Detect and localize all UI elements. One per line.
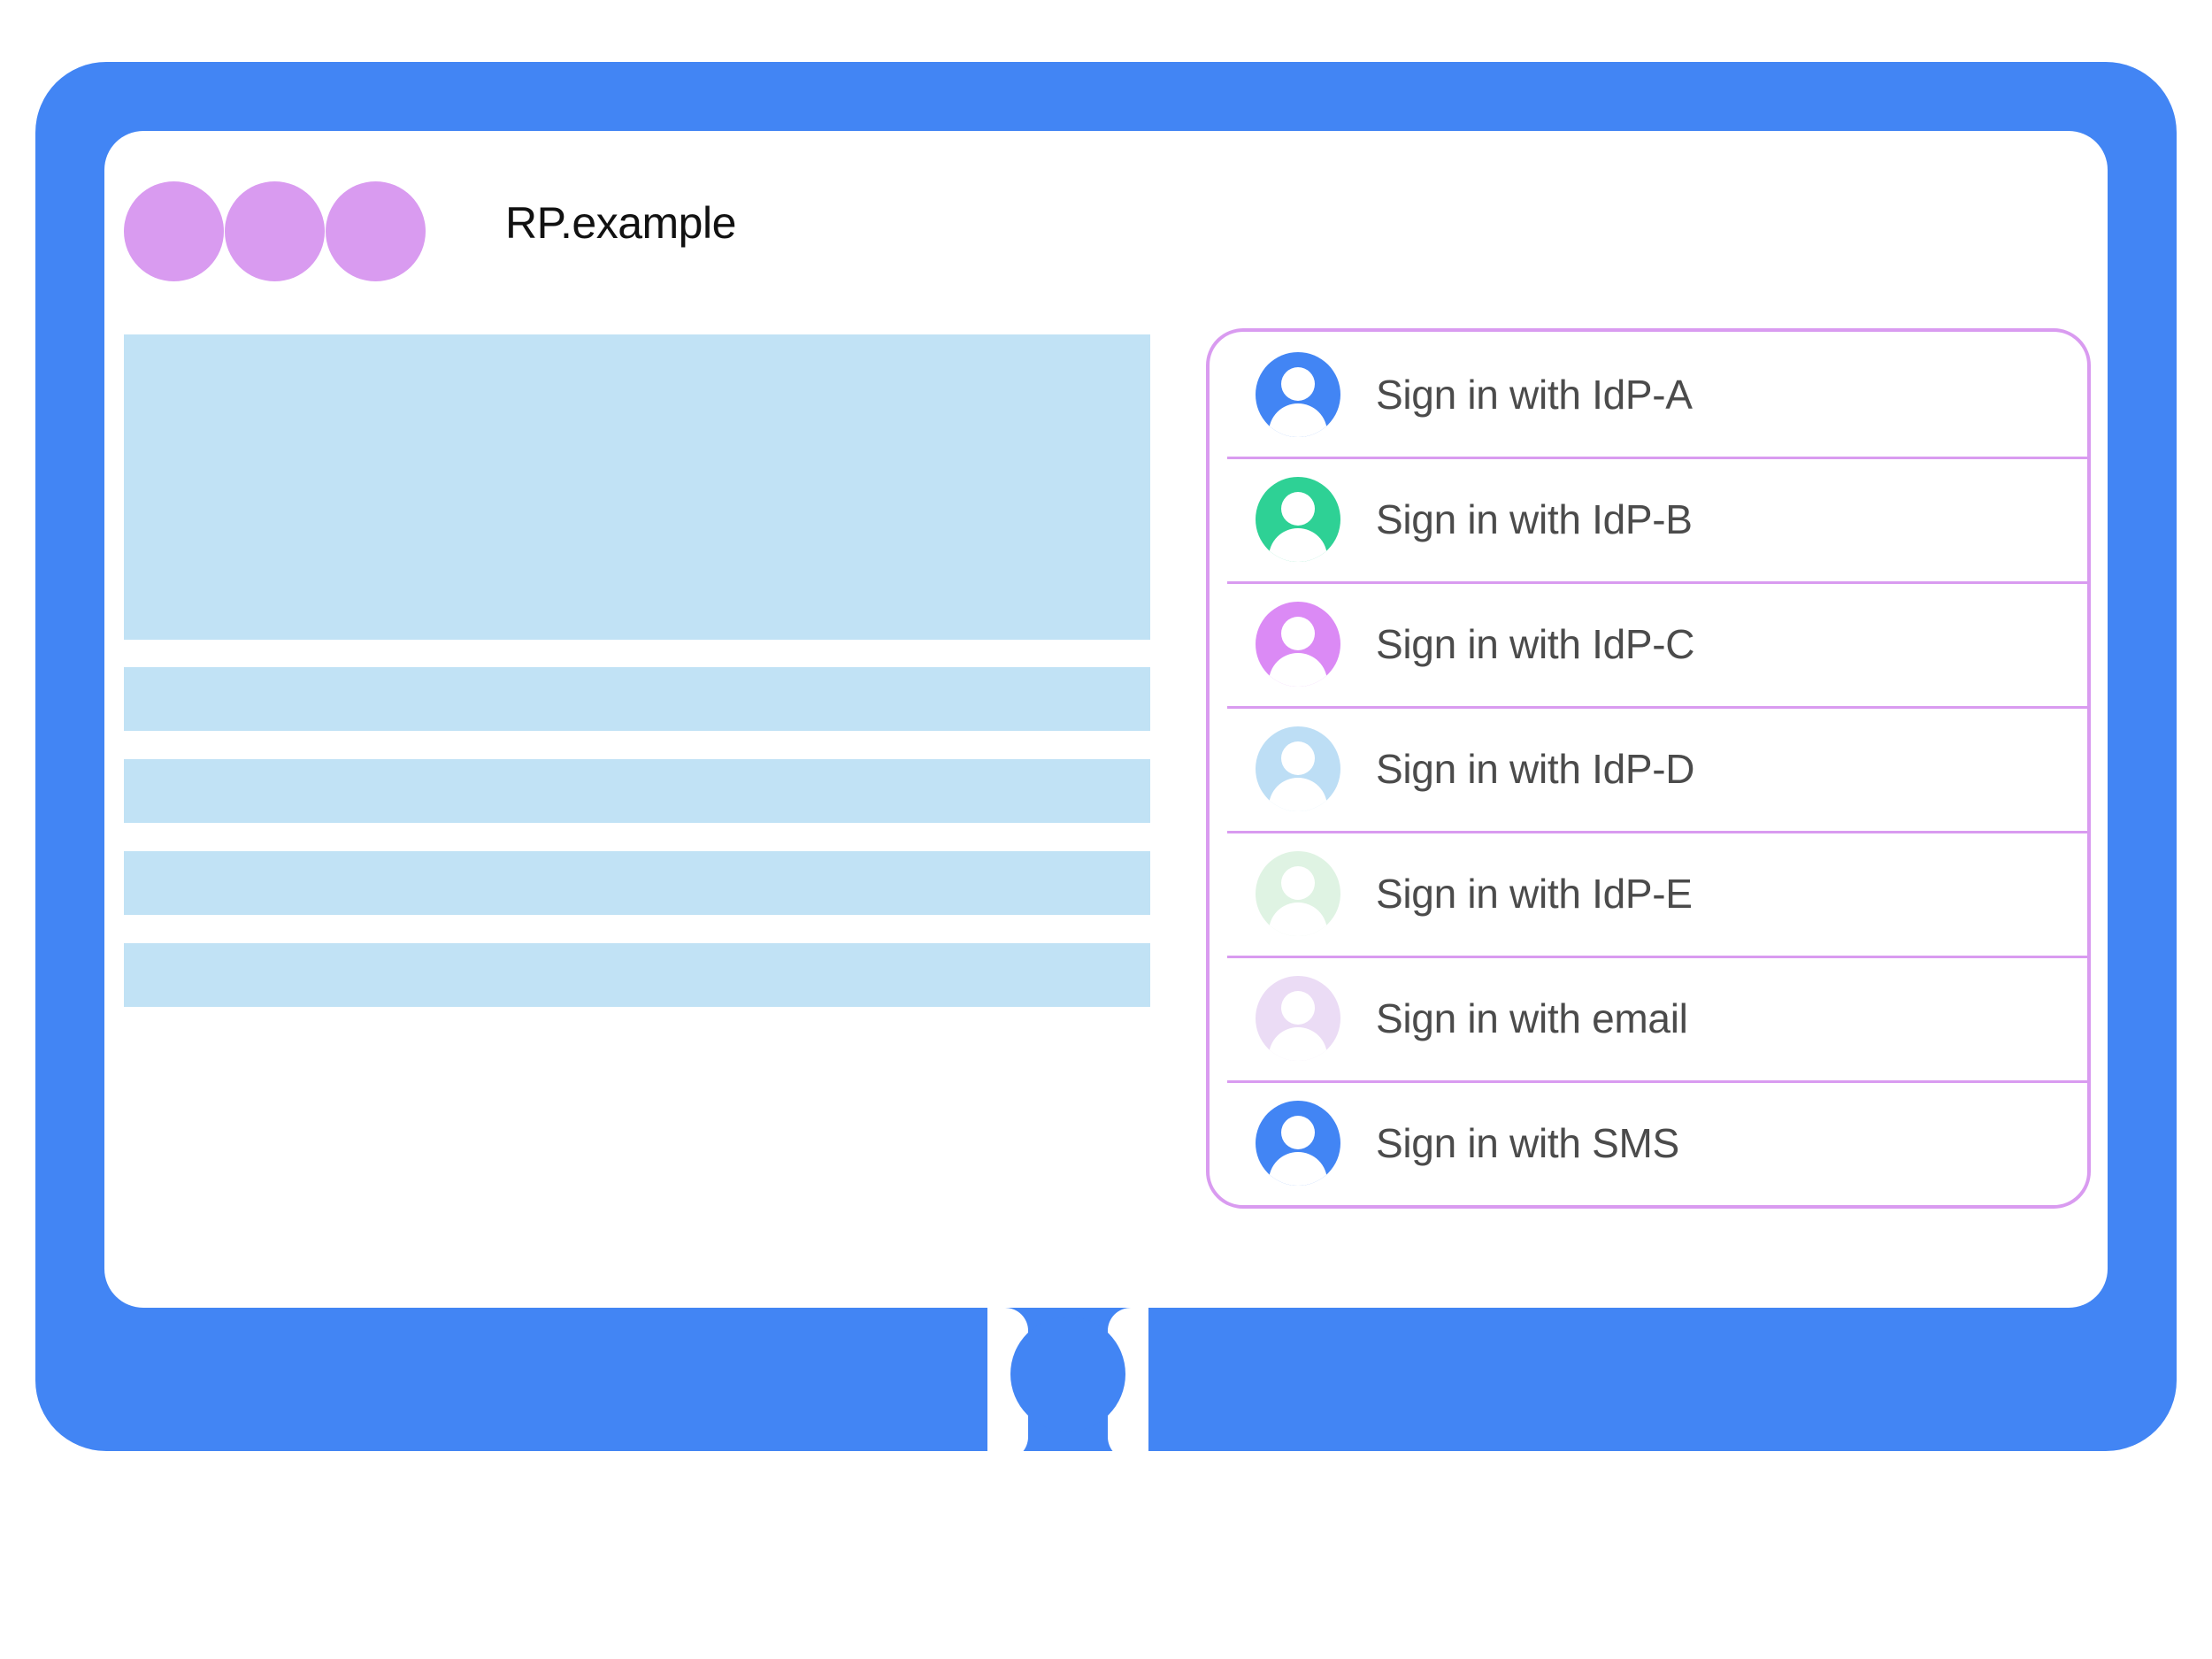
account-row[interactable]: Sign in with IdP-A (1210, 332, 2087, 457)
account-row-label: Sign in with IdP-C (1376, 620, 1695, 667)
person-avatar-icon (1256, 850, 1340, 936)
account-row-label: Sign in with IdP-B (1376, 495, 1693, 542)
content-placeholder-bar-3 (124, 851, 1150, 915)
account-row[interactable]: Sign in with email (1210, 956, 2087, 1080)
window-dot-close-icon[interactable] (124, 181, 224, 281)
browser-device-frame: RP.example Sign in with IdP-A Sign in wi… (35, 62, 2177, 1460)
account-row-label: Sign in with IdP-E (1376, 870, 1693, 917)
person-avatar-icon (1256, 476, 1340, 562)
person-avatar-icon (1256, 726, 1340, 811)
account-row[interactable]: Sign in with IdP-D (1210, 706, 2087, 831)
window-dot-minimize-icon[interactable] (225, 181, 325, 281)
page-content-placeholders (124, 334, 1150, 1035)
account-row-label: Sign in with IdP-A (1376, 371, 1693, 418)
account-row[interactable]: Sign in with IdP-E (1210, 831, 2087, 956)
window-dot-maximize-icon[interactable] (326, 181, 426, 281)
page-title: RP.example (505, 198, 736, 248)
home-button[interactable] (1010, 1317, 1125, 1432)
account-chooser-panel: Sign in with IdP-A Sign in with IdP-B Si… (1206, 328, 2091, 1209)
browser-title-bar: RP.example (104, 131, 2108, 281)
content-placeholder-bar-4 (124, 943, 1150, 1007)
content-placeholder-hero (124, 334, 1150, 640)
account-row[interactable]: Sign in with IdP-B (1210, 457, 2087, 581)
content-placeholder-bar-1 (124, 667, 1150, 731)
account-row[interactable]: Sign in with SMS (1210, 1080, 2087, 1205)
browser-viewport: RP.example Sign in with IdP-A Sign in wi… (104, 131, 2108, 1308)
account-row[interactable]: Sign in with IdP-C (1210, 581, 2087, 706)
person-avatar-icon (1256, 351, 1340, 437)
content-placeholder-bar-2 (124, 759, 1150, 823)
person-avatar-icon (1256, 1100, 1340, 1186)
account-row-label: Sign in with IdP-D (1376, 745, 1695, 792)
account-row-label: Sign in with SMS (1376, 1119, 1679, 1166)
person-avatar-icon (1256, 601, 1340, 687)
account-row-label: Sign in with email (1376, 995, 1688, 1041)
person-avatar-icon (1256, 975, 1340, 1061)
